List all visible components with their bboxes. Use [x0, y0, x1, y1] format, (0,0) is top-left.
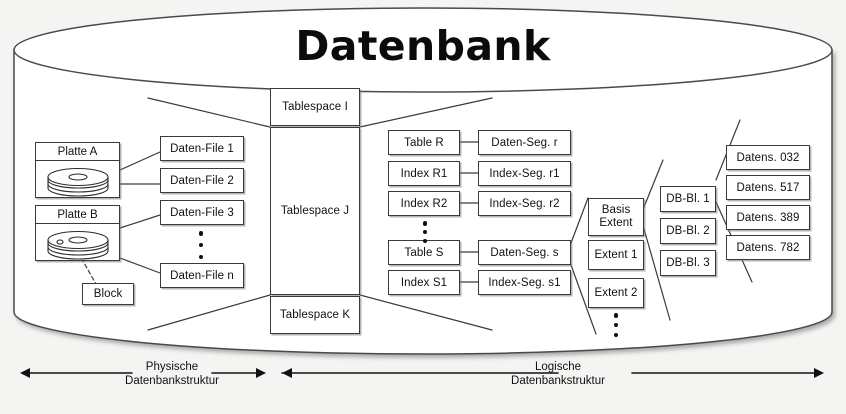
connector-tablespace-to-objects-bottom [359, 294, 493, 331]
connector-segment-to-extent-bottom [570, 264, 597, 335]
record-517-box[interactable]: Datens. 517 [726, 175, 810, 200]
db-block-1-box[interactable]: DB-Bl. 1 [660, 186, 716, 212]
page-title: Datenbank [295, 22, 551, 70]
extents-vertical-ellipsis-icon [612, 313, 620, 337]
connector-platte-b-file3 [119, 214, 161, 229]
db-block-3-box[interactable]: DB-Bl. 3 [660, 250, 716, 276]
connector-files-to-tablespace-top [147, 97, 271, 128]
disk-platte-a[interactable]: Platte A [35, 142, 120, 198]
logical-structure-axis-label: Logische Datenbankstruktur [468, 360, 648, 389]
hard-disk-platter-icon [47, 230, 109, 260]
tablespace-j-box[interactable]: Tablespace J [270, 127, 360, 295]
extent-1-box[interactable]: Extent 1 [588, 240, 644, 270]
disk-block-marker-icon [56, 239, 64, 245]
basis-extent-box[interactable]: Basis Extent [588, 198, 644, 236]
connector-extent-to-dbblock-bottom [643, 228, 671, 321]
daten-seg-r-box[interactable]: Daten-Seg. r [478, 130, 571, 155]
index-s1-box[interactable]: Index S1 [388, 270, 460, 295]
cylinder-top-ellipse [13, 7, 833, 93]
extent-2-box[interactable]: Extent 2 [588, 278, 644, 308]
record-032-box[interactable]: Datens. 032 [726, 145, 810, 170]
disk-platte-b[interactable]: Platte B [35, 205, 120, 261]
daten-seg-s-box[interactable]: Daten-Seg. s [478, 240, 571, 265]
axis-physical-arrow-right-head [256, 368, 266, 378]
connector-extent-to-dbblock-top [643, 159, 664, 208]
index-r2-box[interactable]: Index R2 [388, 191, 460, 216]
data-files-vertical-ellipsis-icon [197, 231, 205, 259]
axis-logical-arrow-right-head [814, 368, 824, 378]
hard-disk-platter-icon [47, 167, 109, 197]
connector-files-to-tablespace-bottom [147, 294, 271, 331]
index-seg-r2-box[interactable]: Index-Seg. r2 [478, 191, 571, 216]
connector-tablespace-to-objects-top [359, 97, 493, 128]
connector-platte-a-file1 [119, 151, 161, 171]
axis-logical-arrow-left-head [282, 368, 292, 378]
data-file-3-box[interactable]: Daten-File 3 [160, 200, 244, 225]
block-box[interactable]: Block [82, 283, 134, 305]
record-389-box[interactable]: Datens. 389 [726, 205, 810, 230]
table-s-box[interactable]: Table S [388, 240, 460, 265]
logical-structure-line2: Datenbankstruktur [511, 375, 605, 388]
index-r1-box[interactable]: Index R1 [388, 161, 460, 186]
disk-platte-b-label: Platte B [36, 206, 119, 224]
axis-physical-arrow-left-head [20, 368, 30, 378]
connector-segment-to-extent-top [570, 197, 589, 244]
disk-platte-a-body [36, 161, 119, 198]
physical-structure-line2: Datenbankstruktur [125, 375, 219, 388]
index-seg-r1-box[interactable]: Index-Seg. r1 [478, 161, 571, 186]
objects-vertical-ellipsis-icon [421, 221, 429, 243]
tablespace-i-box[interactable]: Tablespace I [270, 88, 360, 126]
data-file-1-box[interactable]: Daten-File 1 [160, 136, 244, 161]
disk-platte-a-label: Platte A [36, 143, 119, 161]
basis-extent-line2: Extent [599, 217, 633, 229]
data-file-2-box[interactable]: Daten-File 2 [160, 168, 244, 193]
physical-structure-axis-label: Physische Datenbankstruktur [82, 360, 262, 389]
db-block-2-box[interactable]: DB-Bl. 2 [660, 218, 716, 244]
logical-structure-line1: Logische [534, 361, 582, 373]
basis-extent-line1: Basis [601, 204, 631, 217]
data-file-n-box[interactable]: Daten-File n [160, 263, 244, 288]
disk-platte-b-body [36, 224, 119, 261]
record-782-box[interactable]: Datens. 782 [726, 235, 810, 260]
physical-structure-line1: Physische [145, 361, 199, 373]
index-seg-s1-box[interactable]: Index-Seg. s1 [478, 270, 571, 295]
table-r-box[interactable]: Table R [388, 130, 460, 155]
connector-platte-b-filen [119, 257, 161, 274]
tablespace-k-box[interactable]: Tablespace K [270, 296, 360, 334]
